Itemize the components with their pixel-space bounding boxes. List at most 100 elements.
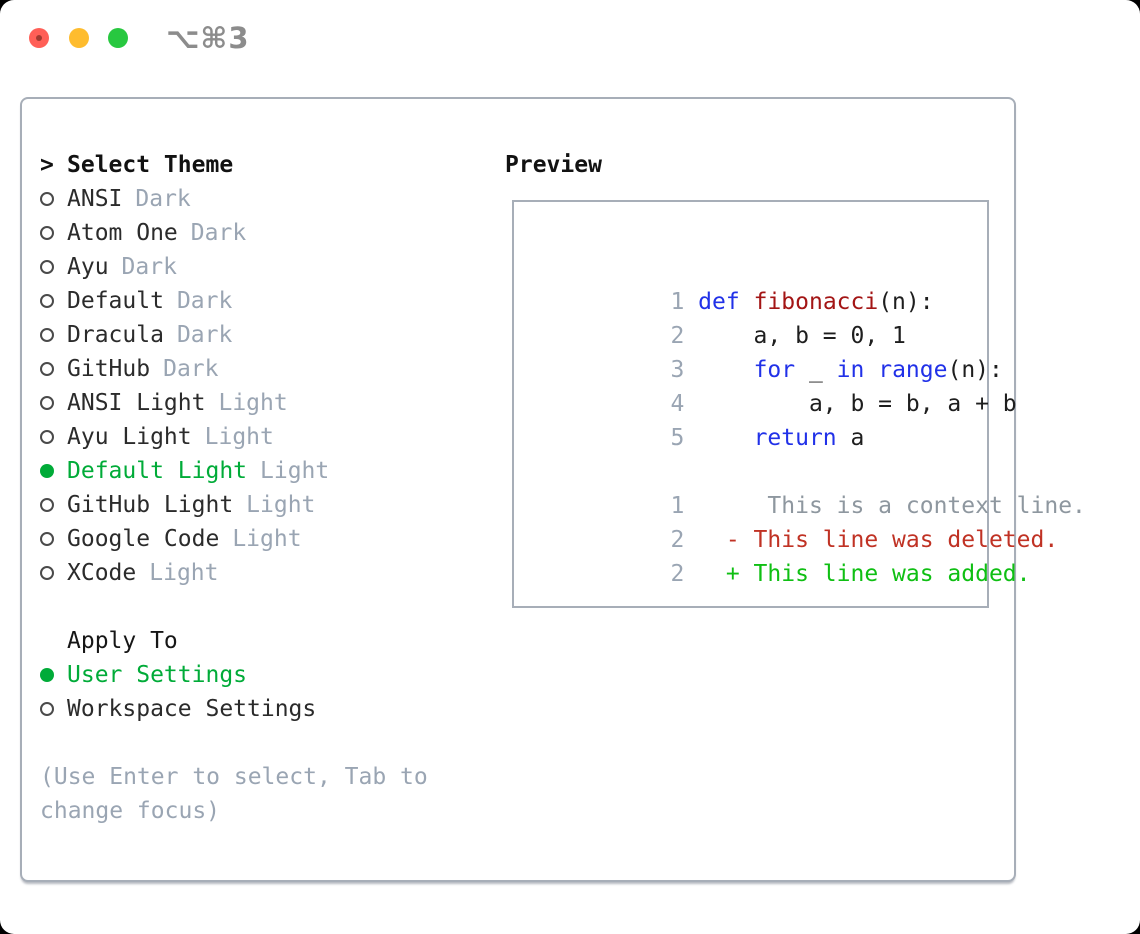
radio-icon: [40, 396, 54, 410]
theme-variant-badge: Dark: [135, 186, 191, 212]
code-token: [698, 357, 753, 383]
line-number: 2: [670, 561, 685, 587]
line-number: 2: [670, 527, 685, 553]
zoom-button[interactable]: [108, 28, 128, 48]
theme-list: > Select Theme ANSI Dark Atom One Dark A…: [40, 148, 442, 828]
theme-option-google-code-light[interactable]: Google Code Light: [40, 522, 442, 556]
theme-option-default-dark[interactable]: Default Dark: [40, 284, 442, 318]
diff-deleted-line: 2 - This line was deleted.: [532, 489, 1086, 553]
close-button[interactable]: [29, 28, 49, 48]
unsaved-indicator-icon: [36, 35, 42, 41]
theme-name: GitHub: [67, 356, 151, 382]
radio-selected-icon: [40, 464, 54, 478]
code-token: + This line was added.: [698, 561, 1031, 587]
code-token: [698, 425, 753, 451]
theme-name: Ayu Light: [67, 424, 192, 450]
select-theme-title: Select Theme: [67, 152, 234, 178]
code-token: This is a context line.: [698, 493, 1086, 519]
radio-icon: [40, 498, 54, 512]
theme-name: ANSI Light: [67, 390, 206, 416]
line-number: 4: [670, 391, 685, 417]
theme-name: Atom One: [67, 220, 178, 246]
line-number: 3: [670, 357, 685, 383]
radio-icon: [40, 192, 54, 206]
apply-option-user-settings[interactable]: User Settings: [40, 658, 442, 692]
theme-name: Default: [67, 288, 164, 314]
code-token: [740, 289, 754, 315]
preview-heading: Preview: [505, 152, 602, 178]
theme-option-ansi-dark[interactable]: ANSI Dark: [40, 182, 442, 216]
code-token: fibonacci: [753, 289, 879, 315]
radio-selected-icon: [40, 668, 54, 682]
theme-option-dracula-dark[interactable]: Dracula Dark: [40, 318, 442, 352]
code-token: (n):: [947, 357, 1003, 383]
theme-variant-badge: Light: [260, 458, 330, 484]
theme-option-ansi-light[interactable]: ANSI Light Light: [40, 386, 442, 420]
theme-option-github-light[interactable]: GitHub Light Light: [40, 488, 442, 522]
code-token: (n):: [878, 289, 934, 315]
code-line: 3 for _ in range(n):: [532, 319, 1086, 383]
diff-context-line: 1 This is a context line.: [532, 455, 1085, 519]
code-token: a, b = 0, 1: [698, 323, 906, 349]
hint-text: (Use Enter to select, Tab to change focu…: [40, 764, 428, 824]
theme-variant-badge: Light: [246, 492, 316, 518]
theme-variant-badge: Dark: [176, 288, 233, 314]
code-token: def: [698, 289, 740, 315]
apply-option-label: User Settings: [67, 662, 248, 688]
theme-option-default-light[interactable]: Default Light Light: [40, 454, 442, 488]
theme-name: Dracula: [67, 322, 164, 348]
radio-icon: [40, 362, 54, 376]
prompt-icon: >: [40, 152, 54, 178]
theme-variant-badge: Dark: [121, 254, 177, 280]
theme-option-github-dark[interactable]: GitHub Dark: [40, 352, 442, 386]
radio-icon: [40, 430, 54, 444]
radio-icon: [40, 294, 54, 308]
radio-icon: [40, 566, 54, 580]
line-number: 2: [670, 323, 685, 349]
theme-option-atom-one-dark[interactable]: Atom One Dark: [40, 216, 442, 250]
code-token: in: [836, 357, 865, 383]
code-line: 1 def fibonacci(n):: [532, 251, 1086, 315]
theme-name: GitHub Light: [67, 492, 234, 518]
window-title-shortcut: ⌥⌘3: [166, 21, 250, 55]
minimize-button[interactable]: [69, 28, 89, 48]
code-token: return: [753, 425, 837, 451]
theme-name: Default Light: [67, 458, 248, 484]
theme-variant-badge: Dark: [176, 322, 233, 348]
radio-icon: [40, 260, 54, 274]
theme-name: Google Code: [67, 526, 220, 552]
code-line: 2 a, b = 0, 1: [532, 285, 1086, 349]
theme-option-ayu-light[interactable]: Ayu Light Light: [40, 420, 442, 454]
select-theme-heading: > Select Theme: [40, 148, 442, 182]
code-token: - This line was deleted.: [698, 527, 1059, 553]
line-number: 1: [670, 289, 685, 315]
apply-option-workspace-settings[interactable]: Workspace Settings: [40, 692, 442, 726]
line-number: 1: [670, 493, 685, 519]
apply-to-heading: Apply To: [67, 628, 178, 654]
code-line: 5 return a: [532, 387, 1086, 451]
radio-icon: [40, 702, 54, 716]
diff-added-line: 2 + This line was added.: [532, 523, 1086, 587]
apply-to-section: Apply To User Settings Workspace Setting…: [40, 624, 442, 726]
code-token: [864, 357, 878, 383]
code-token: for: [753, 357, 796, 383]
code-line: 4 a, b = b, a + b: [532, 353, 1086, 417]
theme-option-xcode-light[interactable]: XCode Light: [40, 556, 442, 590]
theme-name: Ayu: [67, 254, 109, 280]
apply-option-label: Workspace Settings: [67, 696, 317, 722]
theme-variant-badge: Light: [204, 424, 274, 450]
theme-name: XCode: [67, 560, 137, 586]
radio-icon: [40, 226, 54, 240]
theme-variant-badge: Light: [149, 560, 219, 586]
theme-picker-panel: > Select Theme ANSI Dark Atom One Dark A…: [20, 97, 1086, 882]
code-token: _: [795, 357, 837, 383]
radio-icon: [40, 328, 54, 342]
theme-variant-badge: Light: [232, 526, 302, 552]
theme-variant-badge: Dark: [163, 356, 219, 382]
theme-option-ayu-dark[interactable]: Ayu Dark: [40, 250, 442, 284]
theme-variant-badge: Dark: [190, 220, 247, 246]
line-number: 5: [670, 425, 685, 451]
